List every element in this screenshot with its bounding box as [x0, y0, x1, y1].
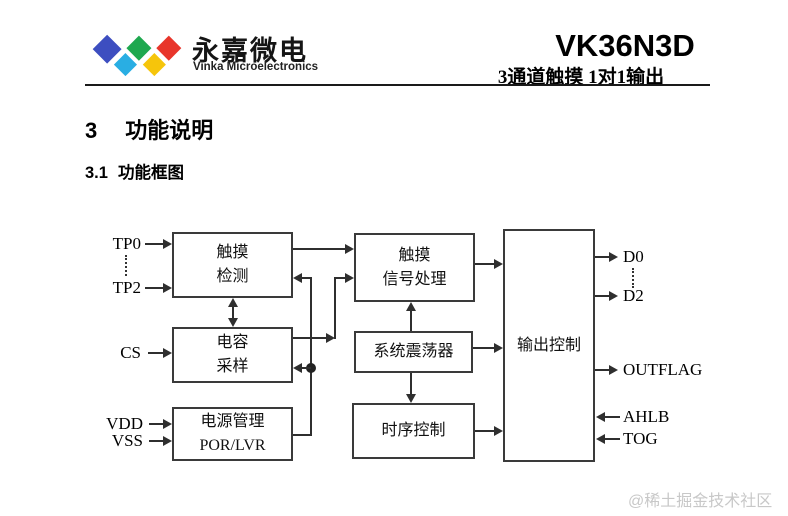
block-output-ctrl: 输出控制: [503, 229, 595, 462]
pin-label-vdd: VDD: [106, 414, 143, 433]
connector-line: [148, 352, 163, 354]
block-label: 采样: [216, 358, 249, 375]
block-touch-signal: 触摸 信号处理: [354, 233, 475, 302]
brand-name-en: Vinka Microelectronics: [193, 61, 319, 73]
vinka-logo-icon: [92, 34, 182, 77]
pin-label-tp2: TP2: [112, 278, 141, 297]
arrowhead-down-icon: [406, 394, 416, 403]
junction-dot: [306, 363, 316, 373]
block-label: 检测: [216, 268, 249, 285]
block-timing-ctrl: 时序控制: [352, 403, 475, 459]
section-heading: 3 功能说明: [85, 113, 213, 145]
arrowhead-right-icon: [609, 252, 618, 262]
block-label: 信号处理: [382, 270, 447, 288]
arrowhead-right-icon: [163, 436, 172, 446]
connector-line: [336, 277, 346, 279]
block-label: 系统震荡器: [373, 343, 454, 360]
subsection-number: 3.1: [85, 164, 108, 182]
pin-label-d2: D2: [623, 286, 644, 305]
arrowhead-right-icon: [494, 426, 503, 436]
pin-label-d0: D0: [623, 247, 644, 266]
block-oscillator: 系统震荡器: [354, 331, 473, 373]
block-touch-detect: 触摸 检测: [172, 232, 293, 298]
connector-line: [475, 430, 495, 432]
diamond: [92, 34, 122, 64]
section-number: 3: [85, 118, 98, 143]
section-title: 功能说明: [125, 118, 214, 143]
block-power-mgmt: 电源管理 POR/LVR: [172, 407, 293, 461]
arrowhead-right-icon: [163, 283, 172, 293]
arrowhead-down-icon: [228, 318, 238, 327]
block-cap-sample: 电容 采样: [172, 327, 293, 383]
ellipsis-line: [632, 268, 634, 288]
arrowhead-left-icon: [596, 434, 605, 444]
connector-line: [605, 416, 620, 418]
part-subtitle: 3通道触摸 1对1输出: [497, 67, 665, 88]
subsection-title: 功能框图: [117, 164, 184, 182]
pin-label-tp0: TP0: [112, 234, 141, 253]
connector-line: [301, 277, 311, 279]
connector-line: [595, 295, 609, 297]
ellipsis-line: [125, 255, 127, 276]
arrowhead-up-icon: [406, 302, 416, 311]
block-label: 触摸: [216, 244, 249, 261]
arrowhead-right-icon: [345, 273, 354, 283]
block-label: 电源管理: [200, 413, 265, 430]
arrowhead-left-icon: [293, 273, 302, 283]
arrowhead-right-icon: [163, 348, 172, 358]
connector-line: [605, 438, 620, 440]
arrowhead-left-icon: [293, 363, 302, 373]
connector-line: [145, 243, 163, 245]
pin-label-outflag: OUTFLAG: [623, 360, 703, 379]
arrowhead-right-icon: [494, 343, 503, 353]
connector-line: [410, 310, 412, 331]
connector-line: [232, 306, 234, 319]
diamond: [142, 53, 166, 77]
connector-line: [475, 263, 495, 265]
block-label: 触摸: [398, 246, 431, 264]
block-label: POR/LVR: [199, 437, 266, 454]
diamond: [126, 35, 152, 61]
block-label: 输出控制: [516, 336, 581, 354]
connector-line: [595, 369, 609, 371]
connector-line: [293, 434, 312, 436]
block-label: 电容: [216, 334, 249, 351]
header-rule: [85, 84, 710, 86]
pin-label-ahlb: AHLB: [623, 407, 670, 426]
pin-label-cs: CS: [120, 343, 141, 362]
connector-line: [149, 423, 163, 425]
arrowhead-right-icon: [163, 419, 172, 429]
arrowhead-right-icon: [345, 244, 354, 254]
arrowhead-right-icon: [494, 259, 503, 269]
part-number: VK36N3D: [555, 28, 695, 63]
connector-line: [595, 256, 609, 258]
arrowhead-up-icon: [228, 298, 238, 307]
connector-line: [301, 367, 311, 369]
arrowhead-right-icon: [609, 365, 618, 375]
arrowhead-right-icon: [326, 333, 335, 343]
diamond: [113, 53, 137, 77]
connector-line: [145, 287, 163, 289]
connector-line: [334, 277, 336, 339]
diamond: [156, 35, 182, 61]
connector-line: [473, 347, 495, 349]
pin-label-vss: VSS: [111, 431, 143, 450]
block-label: 时序控制: [381, 422, 446, 439]
connector-line: [410, 373, 412, 395]
subsection-heading: 3.1 功能框图: [85, 159, 184, 183]
connector-line: [149, 440, 163, 442]
arrowhead-right-icon: [609, 291, 618, 301]
watermark: @稀土掘金技术社区: [628, 493, 773, 510]
pin-label-tog: TOG: [623, 429, 658, 448]
arrowhead-left-icon: [596, 412, 605, 422]
connector-line: [293, 337, 327, 339]
brand-name-cn: 永嘉微电: [192, 36, 308, 66]
connector-line: [310, 277, 312, 436]
connector-line: [293, 248, 346, 250]
arrowhead-right-icon: [163, 239, 172, 249]
